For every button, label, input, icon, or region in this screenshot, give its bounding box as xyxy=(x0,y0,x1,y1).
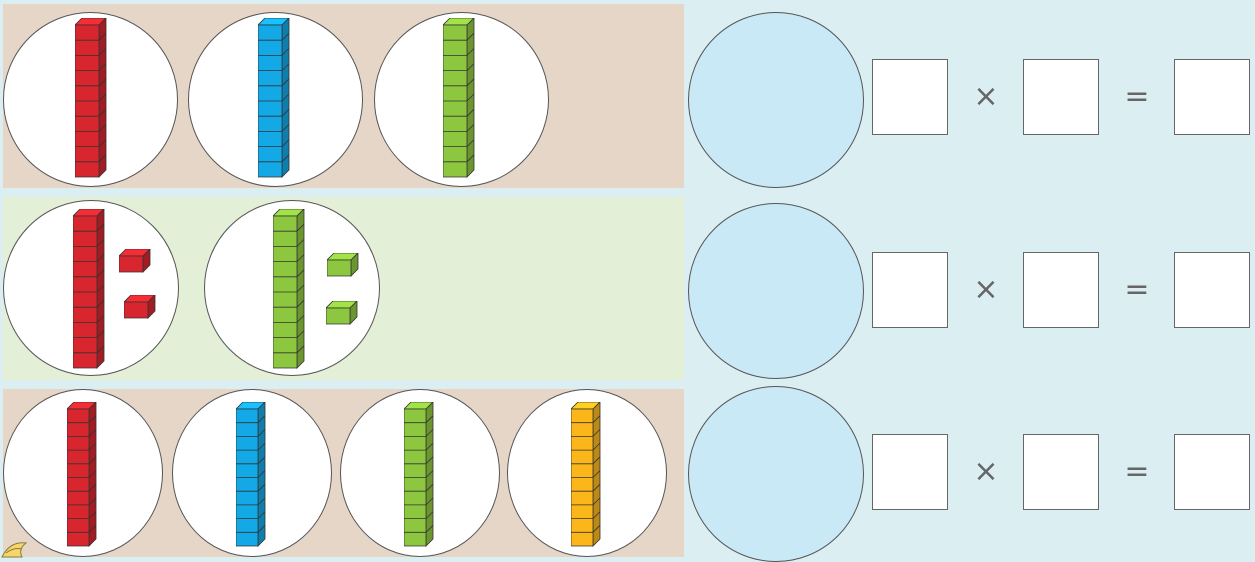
row-1-factor-1-box[interactable] xyxy=(872,59,948,135)
row-2-group-1 xyxy=(3,200,179,376)
row-1-equals-sign: = xyxy=(1117,77,1157,117)
row-3-times-sign: × xyxy=(966,452,1006,492)
row-3-equals-sign: = xyxy=(1117,452,1157,492)
row-1-group-3 xyxy=(374,12,549,187)
row-2-group-2 xyxy=(204,200,380,376)
ten-rod-green xyxy=(404,402,434,547)
row-1-factor-2-box[interactable] xyxy=(1023,59,1099,135)
row-2-product-box[interactable] xyxy=(1174,252,1250,328)
row-3-total-circle[interactable] xyxy=(688,386,864,562)
row-2-times-sign: × xyxy=(966,270,1006,310)
unit-cube-red xyxy=(124,295,156,319)
ten-rod-red xyxy=(75,18,107,178)
row-2-factor-2-box[interactable] xyxy=(1023,252,1099,328)
ten-rod-blue xyxy=(236,402,266,547)
unit-cube-red xyxy=(119,249,151,273)
row-2-equals-sign: = xyxy=(1117,270,1157,310)
row-3-factor-2-box[interactable] xyxy=(1023,434,1099,510)
ten-rod-yellow xyxy=(571,402,601,547)
ten-rod-green xyxy=(273,209,305,369)
row-1-group-2 xyxy=(188,12,363,187)
row-3-group-3 xyxy=(340,389,500,557)
unit-cube-green xyxy=(327,253,359,277)
row-2-factor-1-box[interactable] xyxy=(872,252,948,328)
ten-rod-blue xyxy=(258,18,290,178)
row-3-group-2 xyxy=(172,389,332,557)
row-1-product-box[interactable] xyxy=(1174,59,1250,135)
row-1-total-circle[interactable] xyxy=(688,12,864,188)
corner-doodle-icon xyxy=(0,531,30,561)
row-1-times-sign: × xyxy=(966,77,1006,117)
ten-rod-red xyxy=(73,209,105,369)
row-3-factor-1-box[interactable] xyxy=(872,434,948,510)
row-2-total-circle[interactable] xyxy=(688,203,864,379)
ten-rod-green xyxy=(443,18,475,178)
ten-rod-red xyxy=(67,402,97,547)
unit-cube-green xyxy=(326,301,358,325)
row-3-group-4 xyxy=(507,389,667,557)
row-3-product-box[interactable] xyxy=(1174,434,1250,510)
row-1-group-1 xyxy=(3,12,178,187)
